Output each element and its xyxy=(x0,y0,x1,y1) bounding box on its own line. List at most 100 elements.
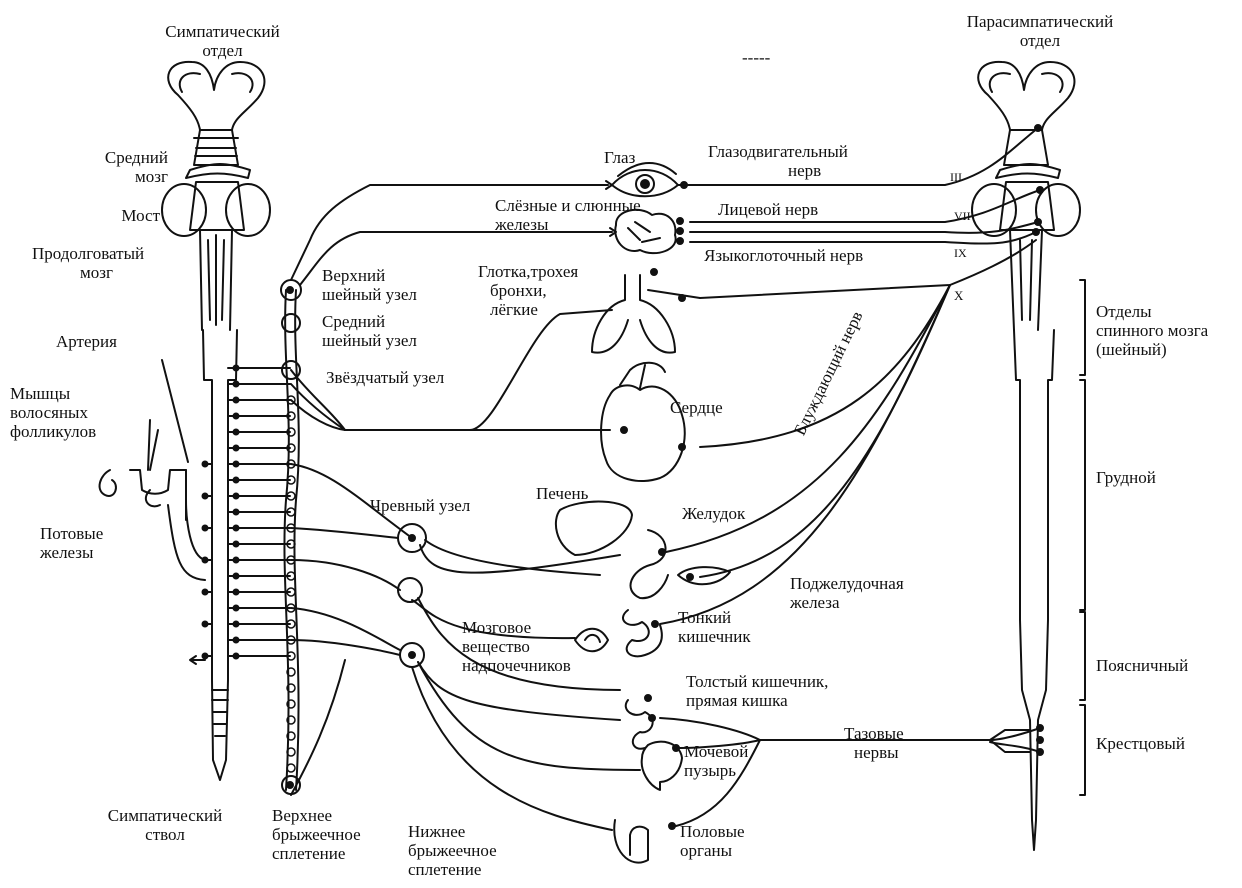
label-line: Отделы xyxy=(1096,302,1208,321)
sympathetic-division-title: Симпатический отдел xyxy=(140,22,305,60)
label-line: брыжеечное xyxy=(272,825,361,844)
hair-follicle-muscles-label: Мышцы волосяных фолликулов xyxy=(10,384,96,441)
right-spinal-cord xyxy=(1014,330,1054,850)
liver-label: Печень xyxy=(536,484,588,503)
cranial-nerve-vii: VII xyxy=(954,207,971,226)
eye-label: Глаз xyxy=(604,148,635,167)
artery-label: Артерия xyxy=(56,332,117,351)
skin-structures xyxy=(100,360,205,580)
label-line: брыжеечное xyxy=(408,841,497,860)
organ-bladder xyxy=(642,742,682,790)
label-line: волосяных xyxy=(10,403,96,422)
label-line: нервы xyxy=(844,743,904,762)
label-line: мозг xyxy=(32,263,144,282)
celiac-ganglion-label: Чревный узел xyxy=(370,496,470,515)
organ-lungs xyxy=(592,269,700,353)
heart-label: Сердце xyxy=(670,398,723,417)
left-spinal-cord xyxy=(203,330,237,780)
segment-brackets xyxy=(1080,280,1085,795)
label-line: Тонкий xyxy=(678,608,751,627)
label-line: нерв xyxy=(708,161,848,180)
inferior-mesenteric-label: Нижнее брыжеечное сплетение xyxy=(408,822,497,879)
label-line: железа xyxy=(790,593,904,612)
parasympathetic-division-title: Парасимпатический отдел xyxy=(940,12,1140,50)
middle-cervical-ganglion-label: Средний шейный узел xyxy=(322,312,417,350)
organ-large-intestine xyxy=(626,695,655,749)
superior-cervical-ganglion-label: Верхний шейный узел xyxy=(322,266,417,304)
facial-nerve-label: Лицевой нерв xyxy=(718,200,818,219)
title-line: отдел xyxy=(140,41,305,60)
organ-eye xyxy=(612,163,700,196)
stellate-ganglion-label: Звёздчатый узел xyxy=(326,368,444,387)
label-line: Верхнее xyxy=(272,806,361,825)
label-line: Верхний xyxy=(322,266,417,285)
label-line: Толстый кишечник, xyxy=(686,672,828,691)
organ-liver xyxy=(556,502,632,555)
left-brain-illustration xyxy=(162,62,270,330)
lacrimal-salivary-glands-label: Слёзные и слюнные железы xyxy=(495,196,641,234)
label-line: железы xyxy=(40,543,103,562)
genital-organs-label: Половые органы xyxy=(680,822,745,860)
organ-adrenal xyxy=(575,629,608,652)
label-line: лёгкие xyxy=(478,300,578,319)
label-line: ствол xyxy=(80,825,250,844)
label-line: спинного мозга xyxy=(1096,321,1208,340)
sympathetic-trunk-label: Симпатический ствол xyxy=(80,806,250,844)
organ-genitals xyxy=(614,820,675,863)
label-line: Нижнее xyxy=(408,822,497,841)
label-line: шейный узел xyxy=(322,331,417,350)
label-line: железы xyxy=(495,215,641,234)
label-line: Половые xyxy=(680,822,745,841)
sympathetic-trunk xyxy=(281,280,301,794)
label-line: Мышцы xyxy=(10,384,96,403)
large-intestine-label: Толстый кишечник, прямая кишка xyxy=(686,672,828,710)
label-line: Мозговое xyxy=(462,618,571,637)
label-line: Средний xyxy=(322,312,417,331)
label-line: бронхи, xyxy=(478,281,578,300)
cranial-nerve-x: X xyxy=(954,286,963,305)
oculomotor-nerve-label: Глазодвигательный нерв xyxy=(708,142,848,180)
label-line: сплетение xyxy=(408,860,497,879)
label-line: вещество xyxy=(462,637,571,656)
bladder-label: Мочевой пузырь xyxy=(684,742,748,780)
label-line: шейный узел xyxy=(322,285,417,304)
label-line: сплетение xyxy=(272,844,361,863)
label-line: надпочечников xyxy=(462,656,571,675)
small-intestine-label: Тонкий кишечник xyxy=(678,608,751,646)
thoracic-segment-label: Грудной xyxy=(1096,468,1156,487)
pancreas-label: Поджелудочная железа xyxy=(790,574,904,612)
top-dashes: ----- xyxy=(742,48,770,67)
label-line: фолликулов xyxy=(10,422,96,441)
pons-label: Мост xyxy=(60,206,160,225)
organ-heart xyxy=(601,363,685,481)
label-line: органы xyxy=(680,841,745,860)
stomach-label: Желудок xyxy=(682,504,745,523)
medulla-label: Продолговатый мозг xyxy=(32,244,144,282)
label-line: Слёзные и слюнные xyxy=(495,196,641,215)
cranial-nerve-iii: III xyxy=(950,168,962,187)
lumbar-segment-label: Поясничный xyxy=(1096,656,1188,675)
adrenal-medulla-label: Мозговое вещество надпочечников xyxy=(462,618,571,675)
label-line: Потовые xyxy=(40,524,103,543)
label-line: Средний xyxy=(60,148,168,167)
title-line: Парасимпатический xyxy=(940,12,1140,31)
label-line: мозг xyxy=(60,167,168,186)
title-line: отдел xyxy=(940,31,1140,50)
sweat-glands-label: Потовые железы xyxy=(40,524,103,562)
label-line: пузырь xyxy=(684,761,748,780)
label-line: (шейный) xyxy=(1096,340,1208,359)
pelvic-nerves-label: Тазовые нервы xyxy=(844,724,904,762)
midbrain-label: Средний мозг xyxy=(60,148,168,186)
title-line: Симпатический xyxy=(140,22,305,41)
cranial-nerve-ix: IX xyxy=(954,244,967,263)
label-line: Мочевой xyxy=(684,742,748,761)
pharynx-lungs-label: Глотка,трохея бронхи, лёгкие xyxy=(478,262,578,319)
sacral-segment-label: Крестцовый xyxy=(1096,734,1185,753)
cervical-segment-label: Отделы спинного мозга (шейный) xyxy=(1096,302,1208,359)
label-line: Поджелудочная xyxy=(790,574,904,593)
glossopharyngeal-nerve-label: Языкоглоточный нерв xyxy=(704,246,863,265)
preganglionic-fibers xyxy=(190,365,290,665)
label-line: Тазовые xyxy=(844,724,904,743)
